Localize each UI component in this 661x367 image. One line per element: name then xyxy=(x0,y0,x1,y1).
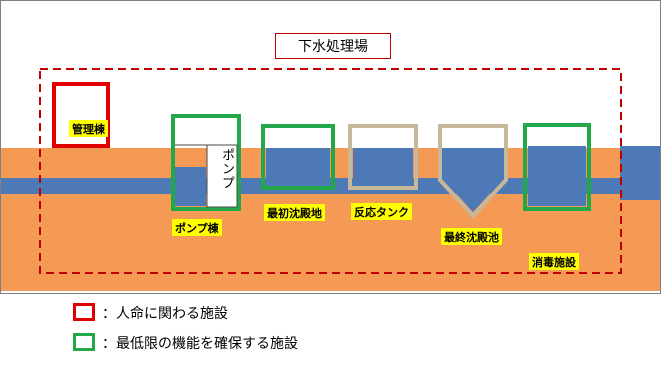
reaction-tank xyxy=(348,124,418,190)
disinfection-label: 消毒施設 xyxy=(529,253,579,270)
final-settling-label: 最終沈殿池 xyxy=(441,228,502,245)
legend-green-swatch xyxy=(73,333,95,351)
legend-red-text: ：人命に関わる施設 xyxy=(102,306,228,322)
final-settling-tank xyxy=(438,124,508,219)
water-pipe-outlet xyxy=(620,146,660,200)
reaction-tank-water xyxy=(353,148,413,186)
pump-building-water xyxy=(174,167,206,206)
pump-label: ポンプ xyxy=(219,148,234,190)
disinfection-box xyxy=(523,123,591,211)
reaction-tank-label: 反応タンク xyxy=(351,203,412,220)
disinfection-water xyxy=(528,146,586,206)
primary-settling-water xyxy=(266,148,330,186)
final-settling-water xyxy=(442,148,504,212)
pump-building-box xyxy=(171,114,241,211)
plant-boundary xyxy=(39,68,622,274)
pump-building-label: ポンプ棟 xyxy=(172,219,222,236)
admin-building-label: 管理棟 xyxy=(69,120,108,137)
primary-settling-tank xyxy=(261,124,335,190)
pump-inner xyxy=(206,144,238,208)
legend-red-swatch xyxy=(73,303,95,321)
primary-settling-label: 最初沈殿地 xyxy=(264,204,325,221)
plant-title: 下水処理場 xyxy=(275,33,391,59)
legend-green-text: ：最低限の機能を確保する施設 xyxy=(102,336,298,352)
